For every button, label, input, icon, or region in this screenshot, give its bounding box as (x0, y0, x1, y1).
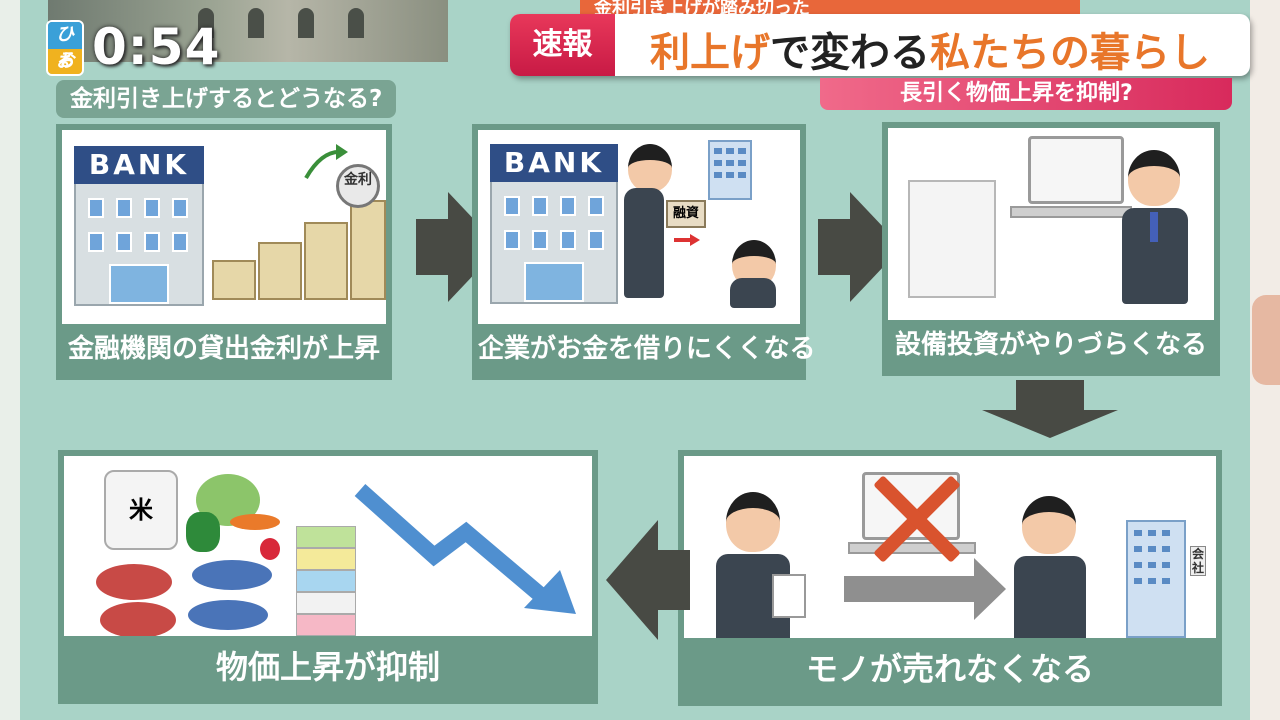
headline-banner: 速報 利上げで変わる私たちの暮らし (510, 14, 1250, 76)
rising-arrow-icon (304, 144, 348, 180)
strawberry-illustration (260, 538, 280, 560)
money-stack-illustration (212, 260, 256, 300)
panel-bank-rates: BANK 金利 金融機関の貸出金利が上昇 (56, 124, 392, 380)
presenter-hand (1252, 295, 1280, 385)
background-photo-strip (48, 0, 448, 62)
tie (1150, 212, 1158, 242)
panel-prices: 米 物価上昇が抑制 (58, 450, 598, 704)
headline-part-2: で変わる (770, 30, 930, 76)
bank-building-illustration: BANK (490, 144, 618, 304)
panel-caption: 金融機関の貸出金利が上昇 (62, 324, 386, 374)
breaking-tag: 速報 (510, 14, 615, 76)
flow-arrow-grey (844, 558, 1006, 620)
fish-illustration (192, 560, 272, 590)
company-building-illustration (1126, 520, 1186, 638)
carrot-illustration (230, 514, 280, 530)
bank-sign: BANK (490, 144, 618, 182)
tissue-boxes-illustration (296, 526, 360, 636)
falling-trend-arrow-icon (354, 484, 576, 614)
bank-building-illustration: BANK (74, 146, 204, 306)
on-air-clock: 0:54 (92, 18, 221, 76)
worried-person-head (1022, 496, 1076, 554)
board-edge-left (0, 0, 20, 720)
headline-subtitle: 長引く物価上昇を抑制? (820, 78, 1232, 110)
banker-suit (624, 188, 664, 298)
bank-sign: BANK (74, 146, 204, 184)
logo-top-text: ひる (48, 22, 82, 71)
money-stack-illustration (304, 222, 348, 300)
refuse-arrow-icon (674, 234, 700, 246)
fish-illustration (188, 600, 268, 630)
interest-coin: 金利 (336, 164, 380, 208)
worried-person-head (726, 492, 780, 552)
money-stack-illustration (350, 200, 386, 300)
headline-part-1: 利上げ (650, 30, 770, 76)
panel-caption: 設備投資がやりづらくなる (888, 320, 1214, 370)
copier-illustration (908, 180, 996, 298)
meat-illustration (100, 602, 176, 638)
worried-person-head (1128, 150, 1180, 206)
panel-investment: 設備投資がやりづらくなる (882, 122, 1220, 376)
company-building-illustration (708, 140, 752, 200)
money-stack-illustration (258, 242, 302, 300)
panel-sales: 会社 モノが売れなくなる (678, 450, 1222, 706)
panel-caption: 企業がお金を借りにくくなる (478, 324, 815, 374)
banker-head (628, 144, 672, 192)
loan-box: 融資 (666, 200, 706, 228)
rice-bag-illustration: 米 (104, 470, 178, 550)
flow-arrow-down (982, 380, 1118, 438)
cross-mark-icon (870, 474, 960, 564)
laptop-illustration (1028, 136, 1124, 204)
board-question: 金利引き上げするとどうなる? (56, 80, 397, 118)
pepper-illustration (186, 512, 220, 552)
worried-person-body (1014, 556, 1086, 642)
company-sign: 会社 (1190, 546, 1206, 576)
panel-borrowing: BANK 融資 企業がお金を借りにくくなる (472, 124, 815, 380)
logo-bottom-text: おび (48, 49, 82, 74)
headline-part-3: 私たちの暮らし (930, 30, 1210, 76)
document-illustration (772, 574, 806, 618)
worried-person-body (730, 278, 776, 308)
headline-title: 利上げで変わる私たちの暮らし (650, 20, 1210, 78)
panel-caption: モノが売れなくなる (684, 638, 1216, 700)
laptop-base (1010, 206, 1132, 218)
meat-illustration (96, 564, 172, 600)
program-logo: ひる おび (46, 20, 84, 76)
flow-arrow-left (606, 520, 690, 640)
panel-caption: 物価上昇が抑制 (64, 636, 592, 698)
